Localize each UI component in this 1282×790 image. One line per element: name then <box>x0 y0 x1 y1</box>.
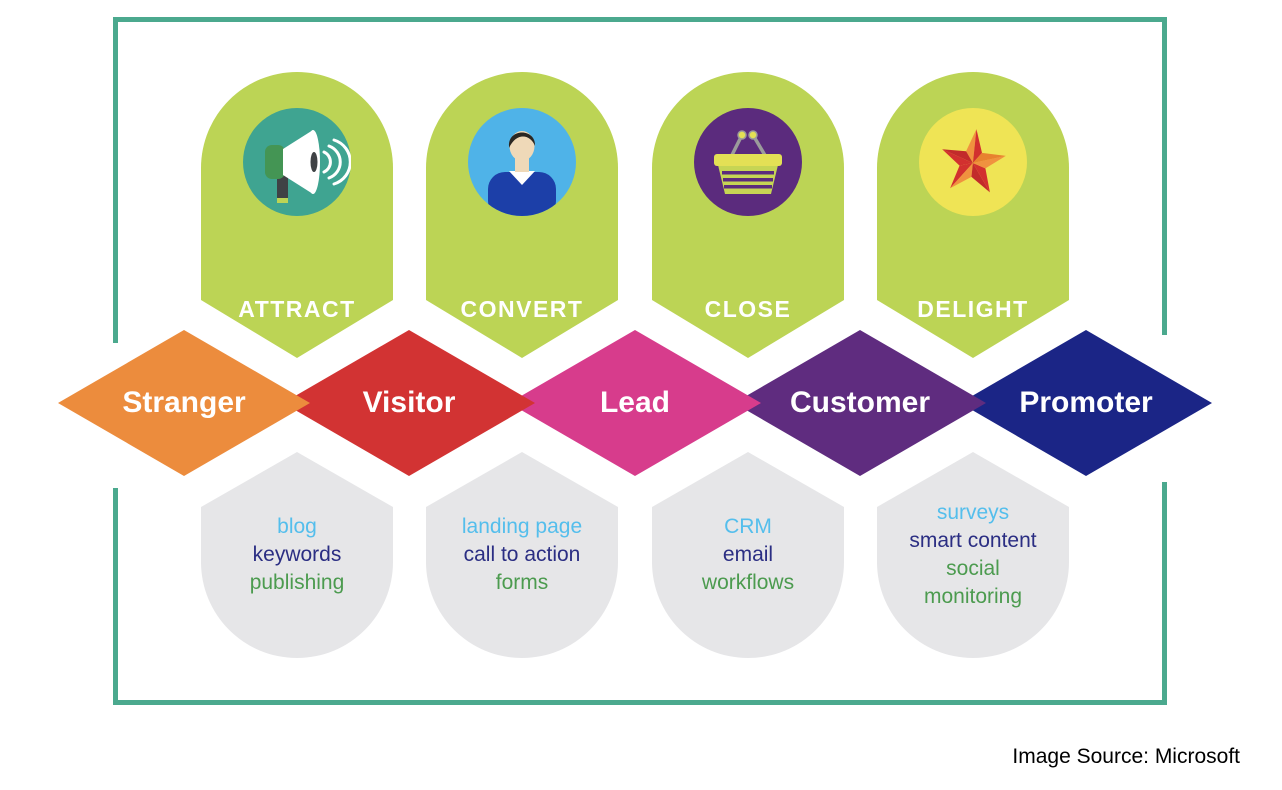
frame-border-left-lower <box>113 488 118 705</box>
tool-item: keywords <box>252 543 342 566</box>
tool-item: forms <box>495 571 549 594</box>
tool-list-convert: landing page call to action forms <box>447 452 597 658</box>
frame-border-right-upper <box>1162 17 1167 335</box>
tool-list-delight: surveys smart content social monitoring <box>898 452 1048 658</box>
tool-item: surveys <box>936 501 1010 524</box>
stage-label-attract: ATTRACT <box>238 296 356 322</box>
tool-item: publishing <box>249 571 345 594</box>
tool-list-attract: blog keywords publishing <box>222 452 372 658</box>
persona-label-stranger: Stranger <box>122 386 246 419</box>
tool-list-close: CRM email workflows <box>673 452 823 658</box>
tools-delight-shield: surveys smart content social monitoring <box>877 452 1069 658</box>
tool-item: smart content <box>909 529 1037 552</box>
tools-attract-shield: blog keywords publishing <box>201 452 393 658</box>
stage-close: CLOSE <box>652 72 844 358</box>
persona-label-visitor: Visitor <box>362 386 456 419</box>
tool-item: call to action <box>463 543 581 566</box>
tool-item: CRM <box>724 515 772 538</box>
person-icon <box>468 108 576 216</box>
tool-item: workflows <box>701 571 795 594</box>
stage-delight: DELIGHT <box>877 72 1069 358</box>
shield-shape <box>201 452 393 658</box>
shield-shape <box>877 452 1069 658</box>
stage-label-delight: DELIGHT <box>917 296 1029 322</box>
stage-convert: CONVERT <box>426 72 618 358</box>
persona-label-customer: Customer <box>789 386 931 419</box>
tool-item: email <box>722 543 774 566</box>
tools-close-shield: CRM email workflows <box>652 452 844 658</box>
basket-icon <box>694 108 802 216</box>
tools-convert-shield: landing page call to action forms <box>426 452 618 658</box>
image-source-caption: Image Source: Microsoft <box>1012 745 1240 768</box>
tool-item: social monitoring <box>923 557 1023 608</box>
stage-label-close: CLOSE <box>704 296 792 322</box>
stage-label-convert: CONVERT <box>460 296 584 322</box>
shield-shape <box>426 452 618 658</box>
frame-border-right-lower <box>1162 482 1167 705</box>
star-icon <box>919 108 1027 216</box>
shield-shape <box>652 452 844 658</box>
frame-border-left-upper <box>113 17 118 343</box>
persona-label-lead: Lead <box>599 386 671 419</box>
frame-border-bottom <box>113 700 1167 705</box>
stage-attract: ATTRACT <box>201 72 393 358</box>
frame-border-top <box>113 17 1167 22</box>
tool-item: blog <box>277 515 317 538</box>
tool-item: landing page <box>461 515 583 538</box>
megaphone-icon <box>243 108 351 216</box>
persona-label-promoter: Promoter <box>1019 386 1153 419</box>
